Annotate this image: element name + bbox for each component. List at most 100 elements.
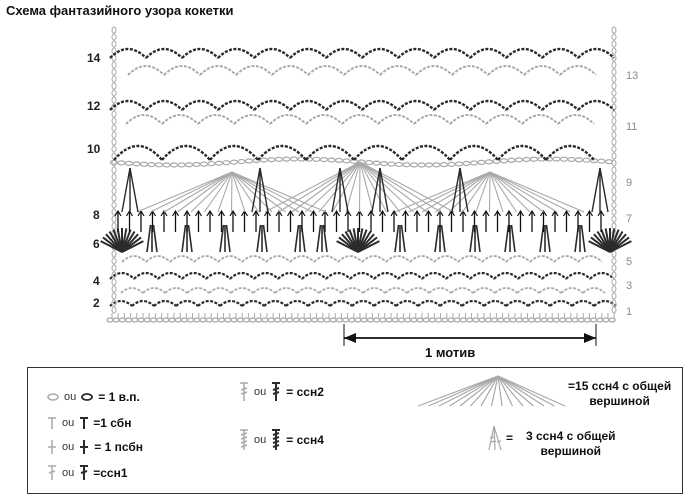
- arch-row-2: [461, 299, 485, 307]
- converging-fan-line: [358, 161, 361, 213]
- row9-chain: [319, 156, 329, 163]
- foundation-chain: [236, 317, 244, 323]
- arch-row-11: [125, 114, 163, 125]
- right-edge-chain: [611, 47, 617, 55]
- right-edge-chain: [611, 201, 617, 209]
- foundation-chain: [341, 317, 350, 323]
- converging-fan-line: [305, 161, 361, 213]
- arch-row-14: [433, 47, 471, 59]
- row-label-14: 14: [87, 51, 101, 65]
- small-dc-group: [504, 224, 510, 253]
- right-edge-chain: [611, 96, 617, 104]
- arch-row-2: [307, 299, 331, 307]
- row8-stitch-head: [286, 209, 295, 217]
- arch-row-14: [469, 47, 507, 59]
- legend-fan3-line2: вершиной: [540, 444, 602, 458]
- converging-fan-line: [150, 171, 233, 213]
- row8-stitch-head: [275, 209, 283, 217]
- converging-fan-line: [448, 171, 491, 213]
- left-edge-chain: [111, 257, 117, 265]
- converging-fan-line: [177, 171, 233, 213]
- arch-row-5: [193, 255, 219, 263]
- arch-row-5: [145, 255, 171, 263]
- arch-row-2: [373, 299, 397, 307]
- foundation-chain: [186, 317, 195, 323]
- converging-fan-line: [231, 171, 259, 213]
- legend-chain: ou = 1 в.п.: [46, 390, 140, 404]
- row9-chain: [342, 158, 351, 164]
- foundation-chain: [199, 317, 207, 323]
- arch-row-3: [296, 287, 320, 294]
- foundation-chain: [596, 317, 604, 323]
- row8-stitch-head: [390, 209, 398, 217]
- right-edge-chain: [611, 75, 617, 83]
- dc1-dark-icon: [80, 465, 89, 480]
- foundation-chain: [286, 317, 294, 323]
- foundation-chain: [484, 317, 492, 323]
- row8-stitch-head: [585, 209, 594, 217]
- right-edge-chain: [611, 89, 617, 97]
- legend-or: ou: [64, 391, 77, 403]
- arch-row-14: [145, 47, 183, 59]
- arch-row-10: [305, 144, 355, 161]
- row-label-2: 2: [93, 296, 100, 310]
- row8-stitch-head: [493, 209, 502, 217]
- row9-chain: [409, 162, 419, 168]
- arch-row-5: [457, 255, 483, 263]
- arch-row-12: [577, 99, 615, 111]
- arch-row-3: [252, 287, 276, 294]
- foundation-chain: [453, 317, 461, 323]
- foundation-chain: [465, 317, 474, 323]
- foundation-chain: [354, 317, 362, 323]
- row-label-9: 9: [626, 177, 633, 189]
- row9-chain: [117, 160, 126, 166]
- arch-row-3: [340, 287, 364, 294]
- row9-chain: [394, 161, 404, 168]
- row9-chain: [349, 158, 359, 165]
- foundation-chain: [261, 317, 269, 323]
- foundation-chain: [137, 317, 145, 323]
- row9-chain: [184, 162, 194, 168]
- arch-row-3: [318, 287, 342, 294]
- arch-row-3: [142, 287, 166, 294]
- arch-row-5: [385, 255, 411, 263]
- motif-arrow-left-head: [344, 333, 356, 343]
- row8-stitch-head: [194, 209, 203, 217]
- row8-stitch-head: [424, 209, 433, 217]
- converging-fan-line: [394, 171, 491, 213]
- arch-row-13: [415, 65, 453, 76]
- arch-row-5: [121, 255, 147, 263]
- foundation-chain: [106, 317, 114, 323]
- arch-row-13: [343, 65, 381, 76]
- arch-row-4: [253, 271, 279, 280]
- right-edge-chain: [611, 292, 617, 300]
- row9-chain: [289, 156, 299, 162]
- foundation-chain: [366, 317, 375, 323]
- foundation-chain: [193, 317, 201, 323]
- fan15-line: [497, 375, 534, 407]
- left-edge-chain: [111, 89, 117, 97]
- arch-row-11: [377, 114, 415, 125]
- arch-row-3: [494, 287, 518, 294]
- arch-row-11: [197, 114, 235, 125]
- left-edge-chain: [111, 33, 117, 41]
- fan15-line: [497, 375, 555, 407]
- row8-stitch-head: [309, 209, 318, 217]
- arch-row-10: [449, 144, 499, 161]
- row9-chain: [154, 162, 164, 168]
- foundation-chain: [323, 317, 331, 323]
- foundation-chain: [571, 317, 579, 323]
- foundation-chain: [298, 317, 306, 323]
- row-label-1: 1: [626, 306, 633, 318]
- foundation-chain: [503, 317, 511, 323]
- hsc-dark-icon: [80, 440, 89, 454]
- right-edge-chain: [611, 145, 617, 153]
- legend-hsc-label: = 1 псбн: [94, 440, 144, 454]
- legend-dc4: ou = ссн4: [238, 428, 324, 452]
- row8-stitch-head: [401, 209, 410, 217]
- row9-chain: [312, 156, 321, 162]
- foundation-chain: [397, 317, 406, 323]
- left-edge-chain: [111, 82, 117, 90]
- arch-row-12: [433, 99, 471, 111]
- right-edge-chain: [611, 61, 617, 69]
